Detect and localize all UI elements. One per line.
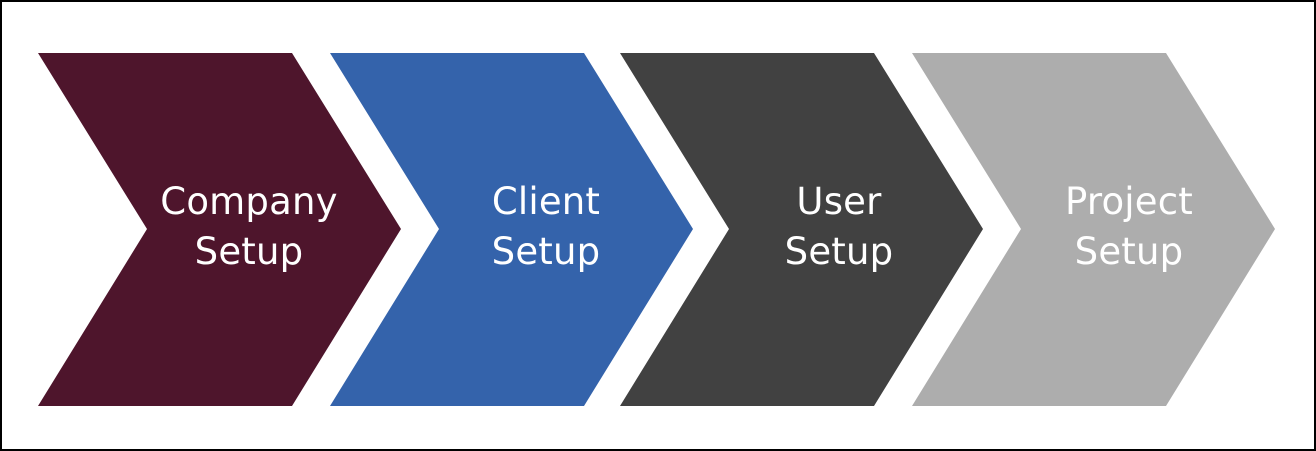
step-4-label: Project Setup bbox=[1009, 177, 1249, 277]
step-4-subtitle: Setup bbox=[1074, 230, 1184, 273]
step-1-subtitle: Setup bbox=[194, 230, 304, 273]
step-3-title: User bbox=[796, 180, 882, 223]
step-4-title: Project bbox=[1065, 180, 1193, 223]
step-1-chevron bbox=[38, 53, 401, 406]
step-1-label: Company Setup bbox=[129, 177, 369, 277]
step-4-chevron bbox=[912, 53, 1275, 406]
step-2-label: Client Setup bbox=[426, 177, 666, 277]
step-2-title: Client bbox=[491, 180, 601, 223]
step-2-subtitle: Setup bbox=[491, 230, 601, 273]
step-3-chevron bbox=[620, 53, 983, 406]
step-3-subtitle: Setup bbox=[784, 230, 894, 273]
step-3-label: User Setup bbox=[719, 177, 959, 277]
step-1-title: Company bbox=[160, 180, 338, 223]
step-2-chevron bbox=[330, 53, 693, 406]
